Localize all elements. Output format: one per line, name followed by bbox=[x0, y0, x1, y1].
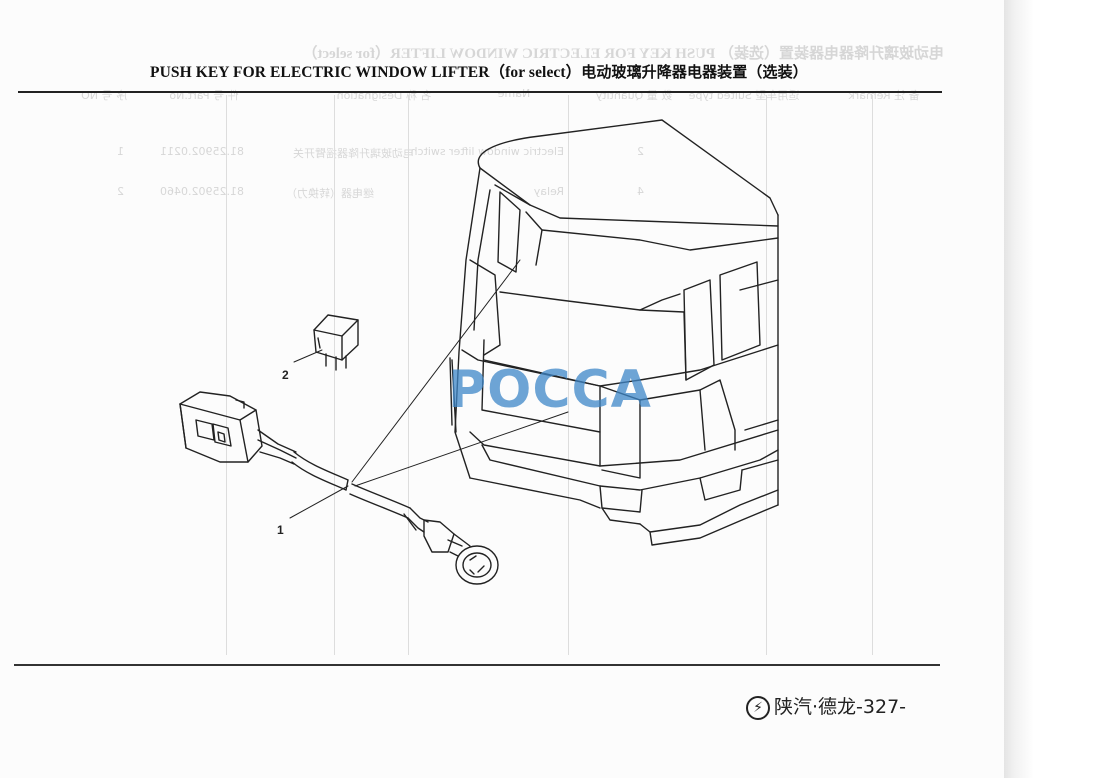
title-english: PUSH KEY FOR ELECTRIC WINDOW LIFTER bbox=[150, 64, 490, 81]
footer-rule bbox=[14, 664, 940, 666]
bleed-column-line bbox=[334, 95, 335, 655]
watermark-logo: POCCA bbox=[448, 360, 652, 420]
shaanxi-automobile-logo-icon: ⚡ bbox=[746, 695, 770, 720]
window-switch-drawing bbox=[179, 391, 263, 463]
header-rule bbox=[18, 91, 942, 93]
truck-cab-drawing bbox=[449, 119, 779, 546]
catalog-page: 电动玻璃升降器电器装置（选装） PUSH KEY FOR ELECTRIC WI… bbox=[14, 46, 950, 720]
page-footer: ⚡陕汽·德龙-327- bbox=[746, 692, 906, 720]
title-paren: （for select） bbox=[489, 64, 582, 81]
bleed-column-line bbox=[872, 95, 873, 655]
scan-margin bbox=[1004, 0, 1100, 778]
leader-lines bbox=[351, 259, 569, 487]
page-title: PUSH KEY FOR ELECTRIC WINDOW LIFTER（for … bbox=[150, 60, 950, 82]
bleed-column-line bbox=[408, 95, 409, 655]
wire-harness-drawing bbox=[257, 429, 499, 585]
callout-label-2: 2 bbox=[282, 368, 289, 382]
relay-drawing bbox=[313, 314, 359, 371]
callout-label-1: 1 bbox=[277, 523, 284, 537]
watermark-text: POCCA bbox=[448, 360, 652, 420]
callout-1-leader bbox=[289, 485, 349, 519]
footer-brand: 陕汽·德龙 bbox=[774, 696, 857, 718]
callout-2-leader bbox=[293, 349, 323, 363]
page-number: -327- bbox=[856, 696, 907, 718]
bleed-column-line bbox=[226, 95, 227, 655]
title-chinese: 电动玻璃升降器电器装置（选装） bbox=[581, 63, 808, 81]
bleed-column-line bbox=[766, 95, 767, 655]
parts-illustration bbox=[179, 119, 779, 585]
bleed-column-line bbox=[568, 95, 569, 655]
